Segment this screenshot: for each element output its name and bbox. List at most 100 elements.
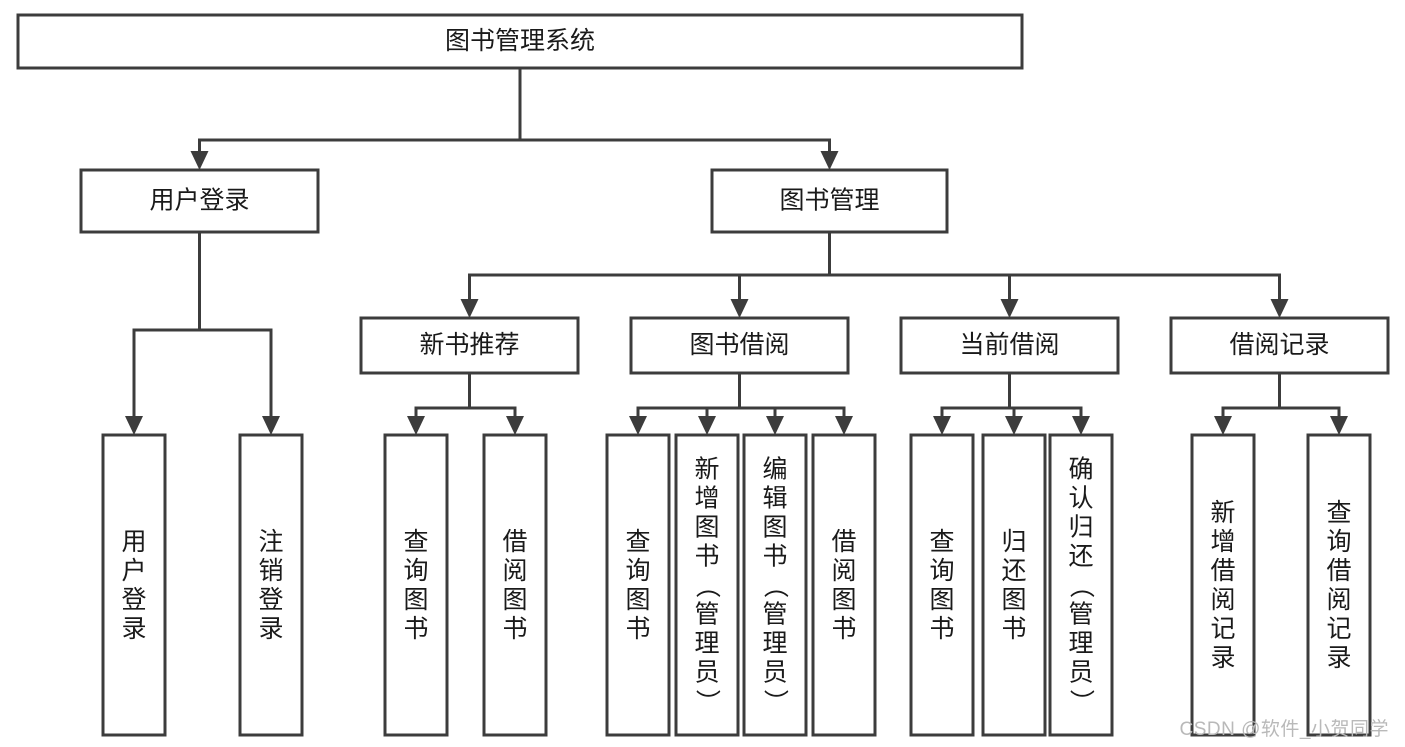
node-leaf-query-book-brw-label-char: 图: [625, 586, 650, 614]
node-leaf-add-record-box: [1190, 433, 1256, 737]
node-leaf-return-book-label-char: 图: [1001, 586, 1026, 614]
node-new-book-recommend-label: 新书推荐: [419, 331, 519, 359]
node-leaf-confirm-return-label-char: 认: [1068, 485, 1093, 513]
node-current-borrow[interactable]: 当前借阅: [899, 316, 1120, 375]
node-leaf-add-book-admin-label-char: 增: [694, 485, 719, 513]
node-leaf-edit-book-admin-label-char: 书: [762, 543, 787, 571]
node-leaf-query-record-label-char: 借: [1326, 557, 1351, 585]
node-leaf-borrow-book-rec-label-char: 借: [502, 528, 527, 556]
node-leaf-add-record-label-char: 增: [1210, 528, 1235, 556]
node-leaf-query-book-rec-label-char: 书: [403, 615, 428, 643]
arrow-head-icon: [125, 416, 143, 435]
arrow-head-icon: [835, 416, 853, 435]
node-new-book-recommend-box: [359, 316, 580, 375]
arrow-head-icon: [1072, 416, 1090, 435]
node-leaf-add-book-admin-label-char: 管: [694, 601, 719, 629]
node-leaf-return-book-label-char: 归: [1001, 528, 1026, 556]
node-leaf-edit-book-admin-label-char: 编: [762, 456, 787, 484]
node-new-book-recommend[interactable]: 新书推荐: [359, 316, 580, 375]
node-leaf-query-book-rec-box: [383, 433, 449, 737]
node-root-box: [16, 13, 1024, 70]
node-leaf-return-book-box: [981, 433, 1047, 737]
node-leaf-query-book-brw-box: [605, 433, 671, 737]
arrow-head-icon: [730, 299, 749, 318]
arrow-head-icon: [262, 416, 280, 435]
node-user-login-label: 用户登录: [149, 187, 249, 215]
node-leaf-edit-book-admin-label-char: 图: [762, 514, 787, 542]
node-leaf-add-book-admin-label-char: 图: [694, 514, 719, 542]
node-book-borrow[interactable]: 图书借阅: [629, 316, 850, 375]
node-leaf-logout-box: [238, 433, 304, 737]
arrow-head-icon: [1330, 416, 1348, 435]
arrow-head-icon: [1005, 416, 1023, 435]
node-leaf-borrow-book-brw-label-char: 书: [831, 615, 856, 643]
node-book-manage-box: [710, 168, 949, 234]
node-leaf-query-book-cur-label-char: 书: [929, 615, 954, 643]
arrow-head-icon: [820, 151, 839, 170]
arrow-head-icon: [1270, 299, 1289, 318]
node-leaf-add-book-admin-box: [674, 433, 740, 737]
node-leaf-query-book-rec-label-char: 查: [403, 528, 428, 556]
node-leaf-query-record-box: [1306, 433, 1372, 737]
node-leaf-user-login-label-char: 用: [121, 528, 146, 556]
node-root[interactable]: 图书管理系统: [16, 13, 1024, 70]
node-leaf-add-book-admin-label-char: 新: [694, 456, 719, 484]
node-leaf-logout-label-char: 录: [258, 615, 283, 643]
node-leaf-add-book-admin-label-char: 书: [694, 543, 719, 571]
node-leaf-confirm-return-label-char: 还: [1068, 543, 1093, 571]
node-leaf-user-login[interactable]: 用户登录: [101, 433, 167, 737]
node-leaf-query-record-label-char: 录: [1326, 644, 1351, 672]
node-leaf-add-record-label-char: 阅: [1210, 586, 1235, 614]
node-leaf-add-record-label-char: 新: [1210, 499, 1235, 527]
node-leaf-edit-book-admin-label-char: 辑: [762, 485, 787, 513]
node-leaf-confirm-return-label-char: （: [1067, 573, 1095, 598]
connector-layer: [125, 66, 1348, 435]
node-book-manage[interactable]: 图书管理: [710, 168, 949, 234]
node-leaf-confirm-return-label-char: 理: [1068, 630, 1093, 658]
node-leaf-borrow-book-rec-label-char: 书: [502, 615, 527, 643]
node-leaf-query-book-cur-label-char: 查: [929, 528, 954, 556]
node-leaf-add-book-admin-label-char: 员: [694, 659, 719, 687]
node-leaf-add-record-label-char: 记: [1210, 615, 1235, 643]
node-leaf-query-record-label-char: 记: [1326, 615, 1351, 643]
node-leaf-borrow-book-rec-label-char: 图: [502, 586, 527, 614]
node-leaf-query-record-label-char: 询: [1326, 528, 1351, 556]
node-leaf-borrow-book-rec-label-char: 阅: [502, 557, 527, 585]
node-leaf-logout-label-char: 注: [258, 528, 283, 556]
node-borrow-record[interactable]: 借阅记录: [1169, 316, 1390, 375]
node-borrow-record-label: 借阅记录: [1229, 331, 1329, 359]
node-leaf-query-record-label-char: 查: [1326, 499, 1351, 527]
node-layer: 图书管理系统用户登录图书管理新书推荐图书借阅当前借阅借阅记录用户登录注销登录查询…: [16, 13, 1390, 737]
node-leaf-query-book-cur-label-char: 询: [929, 557, 954, 585]
node-leaf-edit-book-admin-label-char: 理: [762, 630, 787, 658]
node-leaf-confirm-return-label-char: 归: [1068, 514, 1093, 542]
node-user-login[interactable]: 用户登录: [79, 168, 320, 234]
node-book-manage-label: 图书管理: [779, 187, 879, 215]
node-leaf-query-book-rec-label-char: 询: [403, 557, 428, 585]
node-leaf-edit-book-admin-label-char: ）: [761, 689, 789, 714]
arrow-head-icon: [506, 416, 524, 435]
node-leaf-query-book-brw-label-char: 询: [625, 557, 650, 585]
node-leaf-edit-book-admin-box: [742, 433, 808, 737]
node-leaf-query-record-label-char: 阅: [1326, 586, 1351, 614]
node-leaf-borrow-book-brw-label-char: 阅: [831, 557, 856, 585]
node-leaf-borrow-book-rec-box: [482, 433, 548, 737]
node-leaf-user-login-label-char: 登: [121, 586, 146, 614]
node-leaf-confirm-return-box: [1048, 433, 1114, 737]
node-leaf-confirm-return-label-char: 管: [1068, 601, 1093, 629]
arrow-head-icon: [698, 416, 716, 435]
arrow-head-icon: [629, 416, 647, 435]
